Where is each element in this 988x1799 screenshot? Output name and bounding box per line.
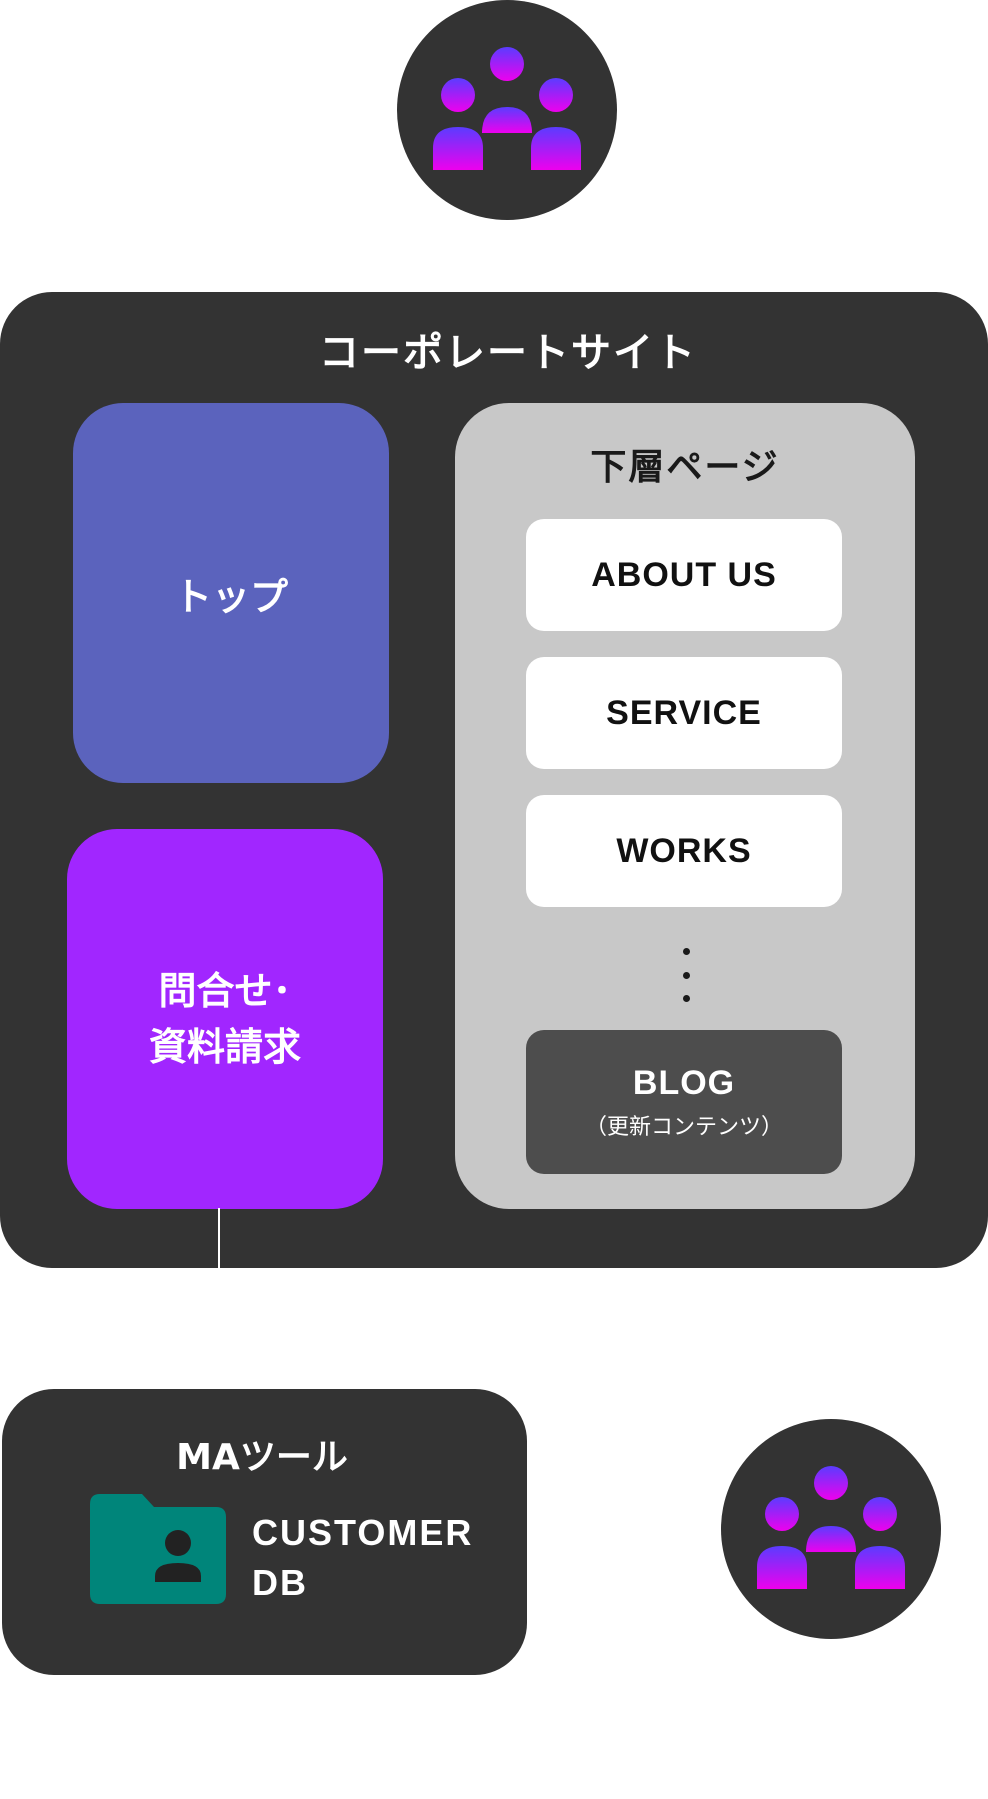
ellipsis-dot xyxy=(682,971,690,979)
page-works: WORKS xyxy=(526,795,842,907)
more-pages-ellipsis xyxy=(679,948,693,1002)
ma-tool-title: MAツール xyxy=(176,1437,348,1478)
page-blog: BLOG （更新コンテンツ） xyxy=(526,1030,842,1174)
customer-db-line1: CUSTOMER xyxy=(252,1512,474,1553)
contact-request-box: 問合せ･ 資料請求 xyxy=(67,829,383,1209)
contact-label-line1: 問合せ･ xyxy=(158,969,292,1013)
ellipsis-dot xyxy=(682,995,690,1002)
page-label: ABOUT US xyxy=(591,555,777,594)
customer-db-line2: DB xyxy=(252,1562,308,1603)
users-group-badge-top xyxy=(397,0,617,220)
subpages-title: 下層ページ xyxy=(590,447,780,488)
blog-label: BLOG xyxy=(632,1063,736,1102)
page-service: SERVICE xyxy=(526,657,842,769)
page-label: WORKS xyxy=(616,831,752,870)
page-about-us: ABOUT US xyxy=(526,519,842,631)
customer-db-label: CUSTOMER DB xyxy=(252,1508,473,1608)
users-group-badge-bottom xyxy=(721,1419,941,1639)
page-label: SERVICE xyxy=(606,693,762,732)
folder-user-icon xyxy=(90,1494,226,1604)
top-page-label: トップ xyxy=(173,574,288,619)
ma-tool-panel xyxy=(2,1389,527,1675)
top-page-box: トップ xyxy=(73,403,389,783)
connector-line xyxy=(218,1208,220,1268)
blog-sublabel: （更新コンテンツ） xyxy=(584,1114,783,1140)
users-group-icon xyxy=(757,1466,905,1589)
users-group-icon xyxy=(433,47,581,170)
ellipsis-dot xyxy=(682,948,690,955)
corporate-site-title: コーポレートサイト xyxy=(319,330,697,376)
contact-label-line2: 資料請求 xyxy=(148,1025,301,1069)
